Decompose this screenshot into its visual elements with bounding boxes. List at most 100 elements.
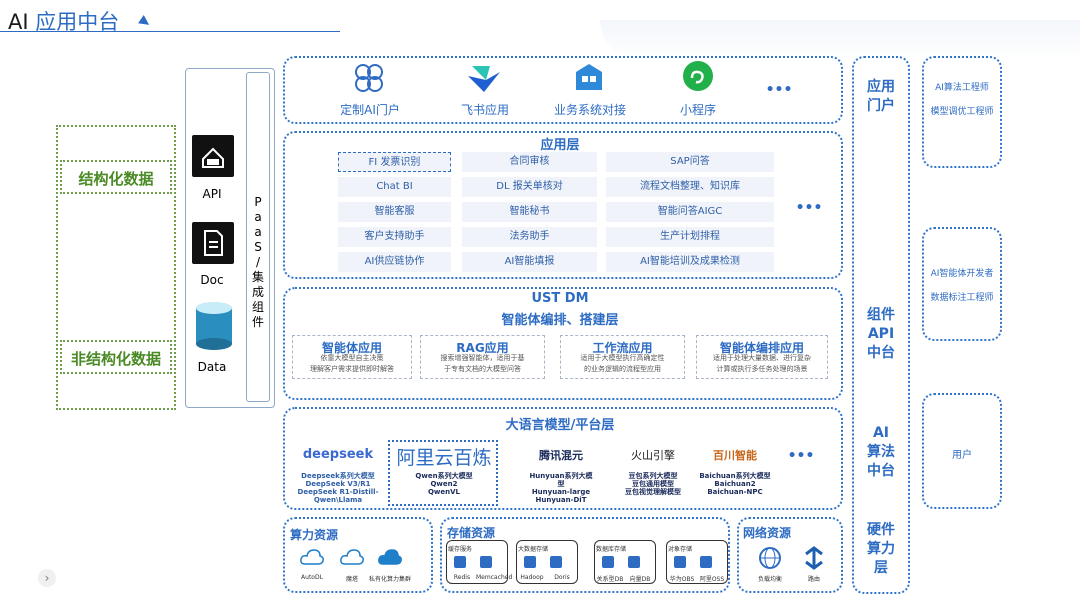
- app-item-1-2[interactable]: 智能秘书: [462, 202, 597, 222]
- app-item-1-0[interactable]: 合同审核: [462, 152, 597, 172]
- role-box-2: [922, 227, 1002, 341]
- next-slide-button[interactable]: ›: [38, 569, 56, 587]
- agent-desc2-3: 计算或执行多任务处理的场景: [716, 365, 808, 373]
- role-1: AI算法工程师模型调优工程师: [930, 83, 994, 117]
- compute-cloud-icon-2: [378, 548, 402, 566]
- agent-card-3: [696, 335, 828, 379]
- agent-desc2-2: 的业务逻辑的流程型应用: [584, 365, 661, 373]
- agent-desc1-0: 依靠大模型自主决策: [320, 354, 384, 362]
- llm-line-3-1: 豆包通用模型: [632, 480, 674, 488]
- storage-panel: [440, 517, 730, 593]
- storage-group-2: [594, 540, 656, 584]
- llm-logo-4: 百川智能: [713, 449, 757, 462]
- agent-title-2: 智能体编排、搭建层: [501, 313, 619, 328]
- llm-logo-0: deepseek: [302, 447, 374, 462]
- agent-desc1-1: 搜索增强智能体，适用于基: [440, 354, 525, 362]
- doc-icon: [192, 222, 234, 264]
- structured-box: [60, 160, 172, 194]
- data-label: Data: [197, 360, 227, 374]
- compute-cloud-icon-1: [340, 548, 364, 566]
- storage-item-3-0: 华为OBS: [669, 576, 695, 583]
- agent-desc2-0: 理解客户需求提供即时解答: [310, 365, 394, 373]
- llm-line-0-1: DeepSeek V3/R1: [305, 480, 371, 488]
- app-item-0-3[interactable]: 客户支持助手: [338, 227, 451, 247]
- portal-item-business[interactable]: 业务系统对接: [553, 103, 626, 117]
- portal-item-feishu[interactable]: 飞书应用: [460, 103, 509, 117]
- unstructured-box: [60, 340, 172, 374]
- storage-icon-0-0: [454, 556, 466, 568]
- llm-line-2-0: Hunyuan系列大模: [529, 472, 593, 480]
- app-item-2-0[interactable]: SAP问答: [606, 152, 774, 172]
- app-item-0-4[interactable]: AI供应链协作: [338, 252, 451, 272]
- storage-item-3-1: 阿里OSS: [699, 576, 725, 583]
- app-item-0-1[interactable]: Chat BI: [338, 177, 451, 197]
- portal-item-custom-ai[interactable]: 定制AI门户: [340, 103, 400, 117]
- llm-logo-3: 火山引擎: [631, 449, 675, 462]
- storage-group-0: [446, 540, 508, 584]
- llm-line-1-0: Qwen系列大模型: [415, 472, 473, 480]
- app-item-1-1[interactable]: DL 报关单核对: [462, 177, 597, 197]
- compute-item-1: 魔塔: [345, 576, 358, 583]
- llm-line-4-2: Baichuan-NPC: [707, 488, 763, 496]
- role-box-3: [922, 393, 1002, 509]
- llm-line-4-0: Baichuan系列大模型: [699, 472, 771, 480]
- structured-label: 结构化数据: [78, 170, 154, 188]
- qwen-highlight: [388, 440, 498, 506]
- llm-line-3-0: 豆包系列大模型: [628, 472, 678, 480]
- side-hw-label: 硬件算力层: [867, 522, 895, 576]
- app-item-1-3[interactable]: 法务助手: [462, 227, 597, 247]
- database-icon: [194, 300, 234, 352]
- role-box-1: [922, 56, 1002, 168]
- llm-logo-1: 阿里云百炼: [396, 447, 492, 469]
- portal-item-miniprogram[interactable]: 小程序: [679, 103, 716, 117]
- doc-label: Doc: [200, 273, 224, 287]
- storage-icon-1-0: [524, 556, 536, 568]
- title-arrow-icon: [138, 15, 152, 29]
- compute-item-0: AutoDL: [301, 574, 323, 581]
- agent-layer: [283, 287, 843, 400]
- agent-card-0: [292, 335, 412, 379]
- feishu-icon: [466, 62, 502, 94]
- app-layer-title: 应用层: [540, 138, 580, 153]
- app-item-2-2[interactable]: 智能问答AIGC: [606, 202, 774, 222]
- app-item-1-4[interactable]: AI智能填报: [462, 252, 597, 272]
- llm-line-0-3: Qwen\Llama: [313, 496, 363, 504]
- storage-item-0-1: Memcached: [476, 574, 513, 581]
- app-item-2-1[interactable]: 流程文档整理、知识库: [606, 177, 774, 197]
- network-title: 网络资源: [743, 526, 792, 540]
- compute-title: 算力资源: [290, 528, 339, 542]
- business-system-icon: [572, 60, 606, 94]
- page-title: AI 应用中台: [8, 10, 120, 34]
- paas-bar: [246, 72, 270, 402]
- app-item-0-0[interactable]: FI 发票识别: [338, 152, 451, 172]
- agent-title-1: UST DM: [531, 291, 589, 306]
- agent-card-2: [560, 335, 685, 379]
- agent-card-1: [420, 335, 545, 379]
- storage-icon-2-0: [602, 556, 614, 568]
- network-item-router: 路由: [807, 576, 820, 583]
- storage-item-1-1: Doris: [554, 574, 570, 581]
- agent-desc2-1: 于专有文档的大模型问答: [444, 365, 521, 373]
- storage-group-name-0: 缓存服务: [448, 546, 473, 553]
- storage-icon-3-1: [700, 556, 712, 568]
- storage-group-1: [516, 540, 578, 584]
- llm-line-0-0: Deepseek系列大模型: [301, 472, 375, 480]
- llm-line-2-2: Hunyuan-large: [531, 488, 591, 496]
- llm-layer: [283, 407, 843, 510]
- app-more: •••: [795, 200, 823, 216]
- app-item-0-2[interactable]: 智能客服: [338, 202, 451, 222]
- storage-item-1-0: Hadoop: [520, 574, 544, 581]
- agent-name-2: 工作流应用: [592, 341, 653, 355]
- app-item-2-4[interactable]: AI智能培训及成果检测: [606, 252, 774, 272]
- storage-group-name-1: 大数据存储: [518, 546, 549, 553]
- app-item-2-3[interactable]: 生产计划排程: [606, 227, 774, 247]
- storage-item-2-0: 关系型DB: [596, 576, 624, 583]
- llm-line-2-3: Hunyuan-DiT: [535, 496, 587, 504]
- llm-line-3-2: 豆包视觉理解模型: [625, 488, 681, 496]
- llm-line-1-1: Qwen2: [430, 480, 458, 488]
- storage-item-2-1: 向量DB: [629, 576, 651, 583]
- mini-program-icon: [682, 60, 714, 92]
- api-icon: [192, 135, 234, 177]
